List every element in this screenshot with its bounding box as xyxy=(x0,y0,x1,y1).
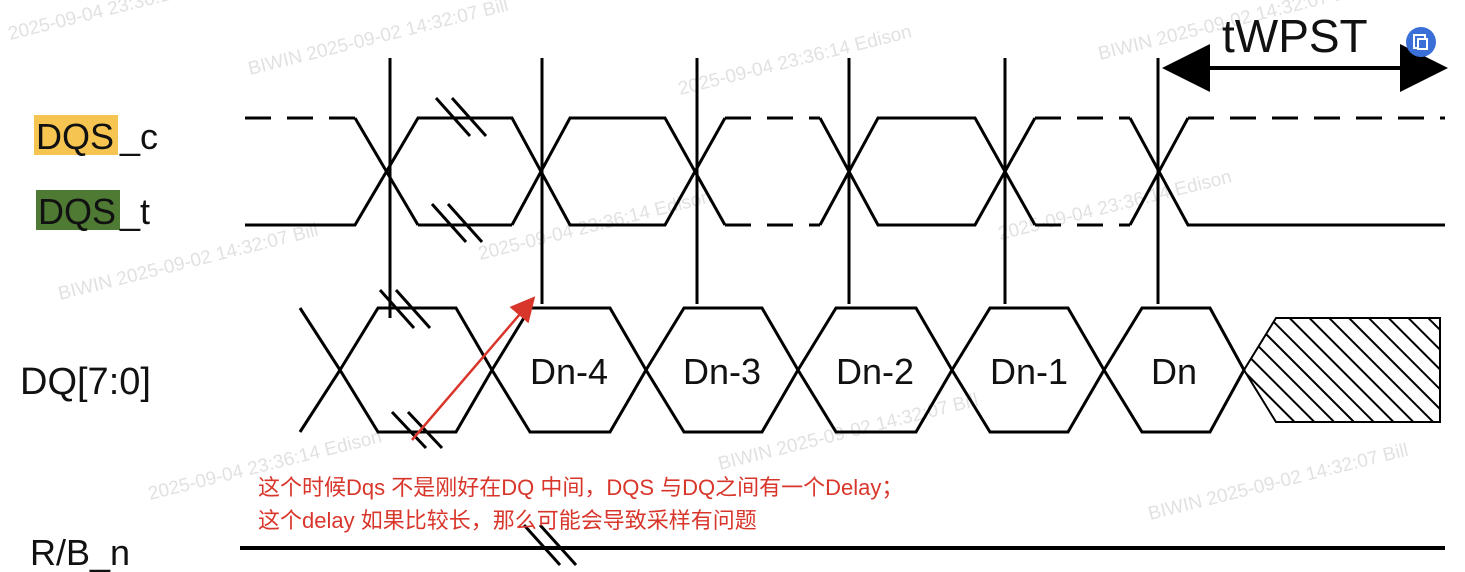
watermark-text-7: 2025-09-04 23:36:14 Edison xyxy=(996,166,1234,244)
watermark-text-1: 2025-09-04 23:36:14 Edison xyxy=(6,0,244,45)
signal-labels: DQS _c DQS _t DQ[7:0] R/B_n xyxy=(20,115,158,572)
watermark: 2025-09-04 23:36:14 Edison BIWIN 2025-09… xyxy=(6,0,1410,525)
twpst-label: tWPST xyxy=(1222,10,1368,62)
dqs-c-highlight xyxy=(34,115,118,155)
dq-label: DQ[7:0] xyxy=(20,361,151,403)
annotation-line-2: 这个delay 如果比较长，那么可能会导致采样有问题 xyxy=(258,508,757,533)
dqs-t-highlight xyxy=(36,190,120,230)
dqs-t-label: DQS xyxy=(38,191,116,232)
dq-cell-label-0: Dn-4 xyxy=(530,351,608,392)
annotation: 这个时候Dqs 不是刚好在DQ 中间，DQS 与DQ之间有一个Delay； 这个… xyxy=(258,475,903,533)
copy-icon[interactable] xyxy=(1406,27,1436,57)
watermark-text-10: BIWIN 2025-09-02 14:32:07 Bill xyxy=(1146,440,1410,525)
annotation-arrow xyxy=(411,296,536,441)
dq-cell-label-4: Dn xyxy=(1151,351,1197,392)
dqs-c-label: DQS xyxy=(36,116,114,157)
break-marks xyxy=(378,96,578,567)
watermark-text-2: BIWIN 2025-09-02 14:32:07 Bill xyxy=(246,0,510,80)
dqs-c-waveform xyxy=(245,116,1445,227)
watermark-text-3: 2025-09-04 23:36:14 Edison xyxy=(676,21,914,99)
dq-cell-label-1: Dn-3 xyxy=(683,351,761,392)
dq-cell-label-3: Dn-1 xyxy=(990,351,1068,392)
dqs-edge-lines xyxy=(388,58,1160,318)
watermark-text-5: BIWIN 2025-09-02 14:32:07 Bill xyxy=(56,220,320,305)
dqs-t-waveform xyxy=(245,116,1445,227)
dqs-c-suffix: _c xyxy=(119,116,158,157)
dq-invalid-hatch xyxy=(1242,317,1441,423)
annotation-line-1: 这个时候Dqs 不是刚好在DQ 中间，DQS 与DQ之间有一个Delay； xyxy=(258,475,903,500)
rb-label: R/B_n xyxy=(30,532,130,572)
dqs-t-suffix: _t xyxy=(119,191,150,232)
dq-cell-label-2: Dn-2 xyxy=(836,351,914,392)
dq-cell-labels: Dn-4 Dn-3 Dn-2 Dn-1 Dn xyxy=(530,351,1197,392)
